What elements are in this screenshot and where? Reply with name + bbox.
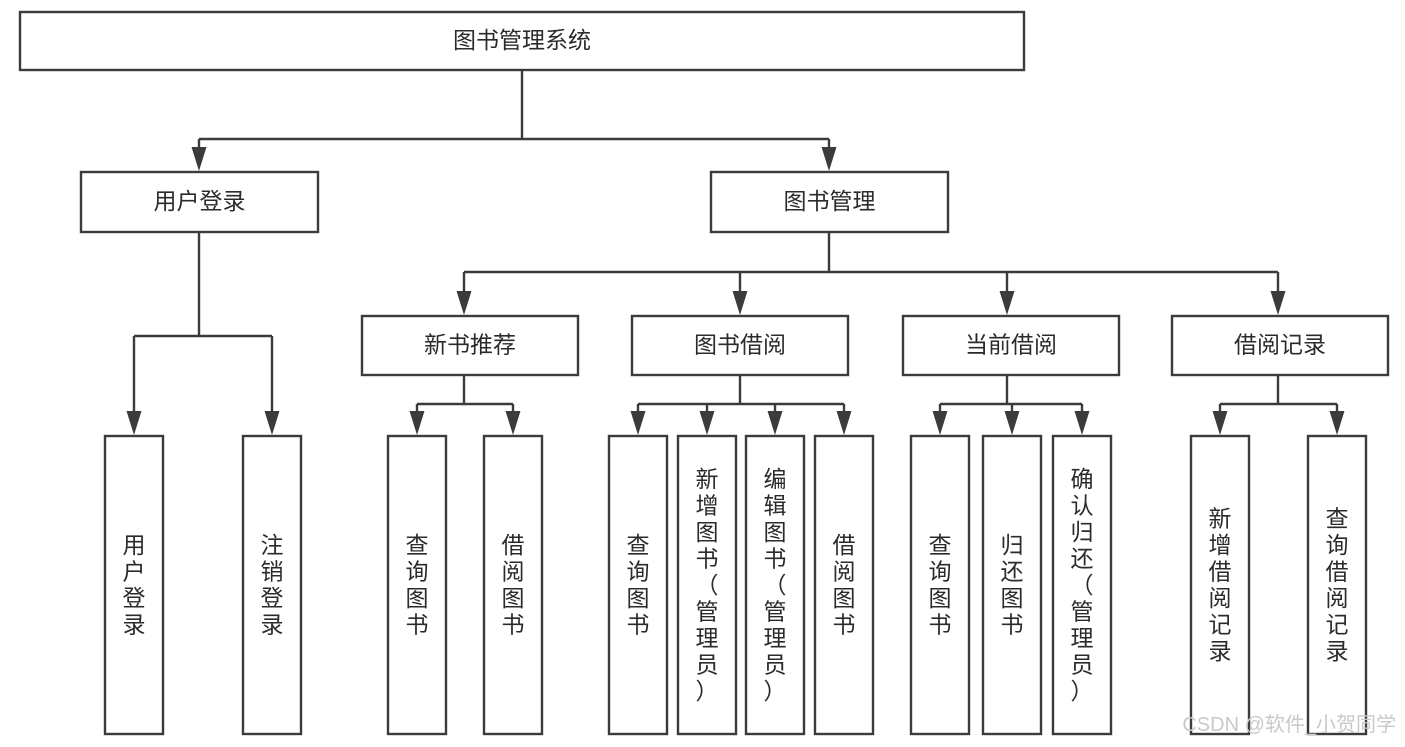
node-leaf-confirm-return[interactable]: 确认归还（管理员） (1051, 434, 1113, 736)
node-label-borrow-record: 借阅记录 (1234, 332, 1326, 358)
node-leaf-query-book-1[interactable]: 查询图书 (386, 434, 448, 736)
node-leaf-return-book[interactable]: 归还图书 (981, 434, 1043, 736)
node-book-borrow[interactable]: 图书借阅 (630, 314, 850, 377)
arrow-head-icon (999, 291, 1015, 315)
node-box-root[interactable] (18, 10, 1026, 72)
node-leaf-edit-book[interactable]: 编辑图书（管理员） (744, 434, 806, 736)
node-new-book-rec[interactable]: 新书推荐 (360, 314, 580, 377)
node-label-leaf-query-book-1: 查询图书 (406, 532, 429, 638)
node-box-leaf-return-book[interactable] (981, 434, 1043, 736)
node-box-leaf-query-book-2[interactable] (607, 434, 669, 736)
node-box-leaf-user-logout[interactable] (241, 434, 303, 736)
connector-group-borrow-record (1212, 375, 1345, 435)
node-label-leaf-borrow-book-2: 借阅图书 (833, 532, 856, 638)
node-leaf-user-logout[interactable]: 注销登录 (241, 434, 303, 736)
node-label-leaf-borrow-book-1: 借阅图书 (502, 532, 525, 638)
node-leaf-user-login[interactable]: 用户登录 (103, 434, 165, 736)
node-leaf-borrow-book-1[interactable]: 借阅图书 (482, 434, 544, 736)
node-label-book-manage: 图书管理 (784, 188, 876, 214)
node-box-new-book-rec[interactable] (360, 314, 580, 377)
connector-group-user-login (126, 232, 280, 435)
node-box-leaf-query-book-1[interactable] (386, 434, 448, 736)
node-label-leaf-query-record: 查询借阅记录 (1326, 506, 1349, 665)
node-leaf-query-book-2[interactable]: 查询图书 (607, 434, 669, 736)
connector-group-root (191, 70, 837, 171)
node-borrow-record[interactable]: 借阅记录 (1170, 314, 1390, 377)
node-leaf-add-book[interactable]: 新增图书（管理员） (676, 434, 738, 736)
arrow-head-icon (1074, 411, 1090, 435)
connector-layer (126, 70, 1345, 435)
node-label-leaf-edit-book: 编辑图书（管理员） (764, 466, 787, 704)
node-box-leaf-add-book[interactable] (676, 434, 738, 736)
arrow-head-icon (264, 411, 280, 435)
connector-group-book-manage (456, 232, 1286, 315)
arrow-head-icon (767, 411, 783, 435)
node-current-borrow[interactable]: 当前借阅 (901, 314, 1121, 377)
connector-group-new-book-rec (409, 375, 521, 435)
arrow-head-icon (1329, 411, 1345, 435)
node-label-leaf-user-logout: 注销登录 (261, 532, 284, 638)
node-book-manage[interactable]: 图书管理 (709, 170, 950, 234)
node-leaf-query-book-3[interactable]: 查询图书 (909, 434, 971, 736)
node-label-leaf-return-book: 归还图书 (1001, 532, 1024, 638)
node-root[interactable]: 图书管理系统 (18, 10, 1026, 72)
node-label-user-login: 用户登录 (154, 188, 246, 214)
node-leaf-add-record[interactable]: 新增借阅记录 (1189, 434, 1251, 736)
node-box-leaf-add-record[interactable] (1189, 434, 1251, 736)
node-label-leaf-add-record: 新增借阅记录 (1209, 506, 1232, 665)
node-box-borrow-record[interactable] (1170, 314, 1390, 377)
node-leaf-borrow-book-2[interactable]: 借阅图书 (813, 434, 875, 736)
arrow-head-icon (505, 411, 521, 435)
arrow-head-icon (699, 411, 715, 435)
node-layer: 图书管理系统用户登录图书管理新书推荐图书借阅当前借阅借阅记录用户登录注销登录查询… (18, 10, 1390, 736)
node-box-book-borrow[interactable] (630, 314, 850, 377)
arrow-head-icon (191, 147, 207, 171)
node-label-leaf-confirm-return: 确认归还（管理员） (1071, 466, 1094, 704)
node-box-user-login[interactable] (79, 170, 320, 234)
connector-group-book-borrow (630, 375, 852, 435)
arrow-head-icon (821, 147, 837, 171)
arrow-head-icon (1212, 411, 1228, 435)
arrow-head-icon (126, 411, 142, 435)
node-box-leaf-query-record[interactable] (1306, 434, 1368, 736)
node-box-leaf-query-book-3[interactable] (909, 434, 971, 736)
arrow-head-icon (732, 291, 748, 315)
node-box-leaf-borrow-book-2[interactable] (813, 434, 875, 736)
node-label-book-borrow: 图书借阅 (694, 332, 786, 358)
node-label-leaf-query-book-3: 查询图书 (929, 532, 952, 638)
node-box-leaf-borrow-book-1[interactable] (482, 434, 544, 736)
arrow-head-icon (1270, 291, 1286, 315)
node-label-leaf-user-login: 用户登录 (123, 532, 146, 638)
arrow-head-icon (409, 411, 425, 435)
connector-group-current-borrow (932, 375, 1090, 435)
node-box-current-borrow[interactable] (901, 314, 1121, 377)
arrow-head-icon (630, 411, 646, 435)
node-box-leaf-confirm-return[interactable] (1051, 434, 1113, 736)
node-label-leaf-add-book: 新增图书（管理员） (696, 466, 719, 704)
arrow-head-icon (932, 411, 948, 435)
node-label-current-borrow: 当前借阅 (965, 332, 1057, 358)
node-leaf-query-record[interactable]: 查询借阅记录 (1306, 434, 1368, 736)
arrow-head-icon (456, 291, 472, 315)
node-label-leaf-query-book-2: 查询图书 (627, 532, 650, 638)
arrow-head-icon (836, 411, 852, 435)
arrow-head-icon (1004, 411, 1020, 435)
node-box-leaf-edit-book[interactable] (744, 434, 806, 736)
node-user-login[interactable]: 用户登录 (79, 170, 320, 234)
node-box-leaf-user-login[interactable] (103, 434, 165, 736)
csdn-watermark: CSDN @软件_小贺同学 (1182, 713, 1396, 736)
node-box-book-manage[interactable] (709, 170, 950, 234)
node-label-root: 图书管理系统 (453, 27, 591, 53)
node-label-new-book-rec: 新书推荐 (424, 332, 516, 358)
